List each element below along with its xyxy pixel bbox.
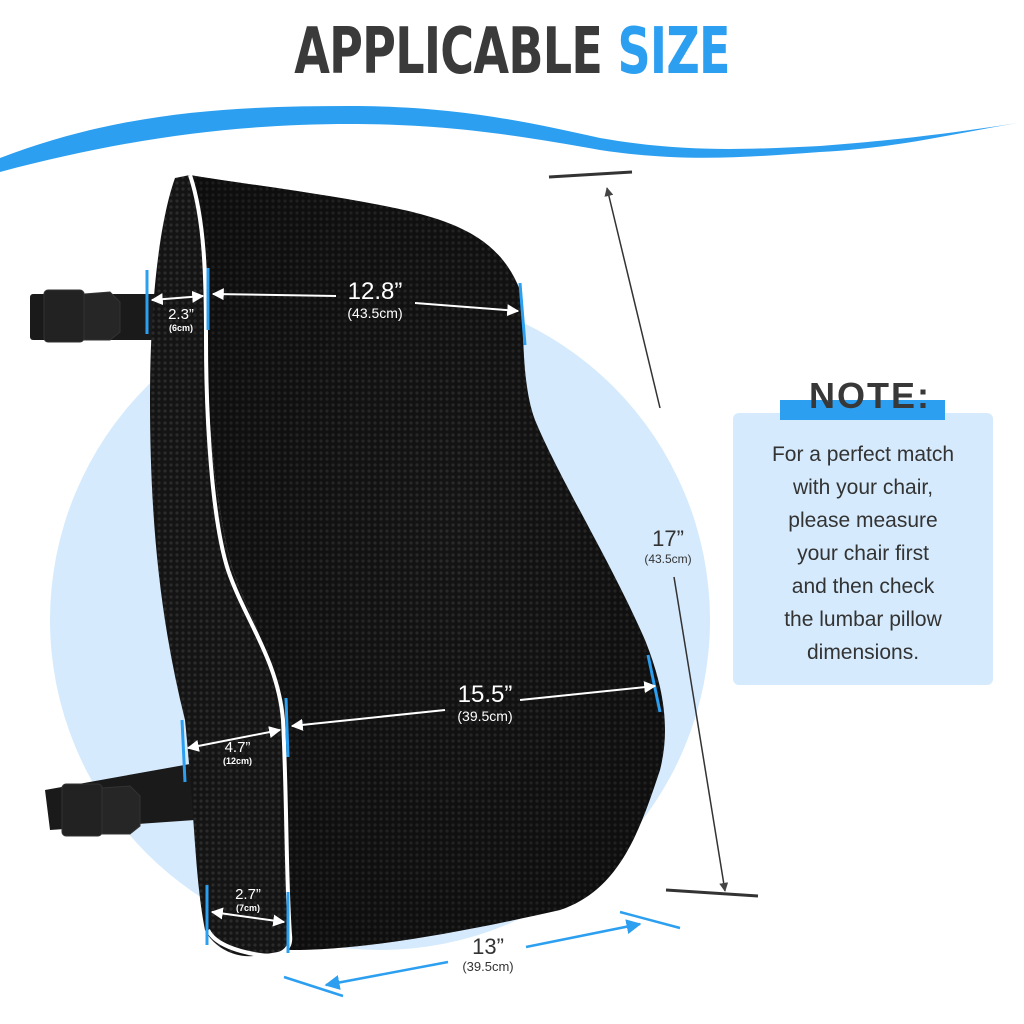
dim-top-depth: 2.3” (6cm)	[168, 306, 194, 333]
note-text: For a perfect match with your chair, ple…	[733, 438, 993, 669]
note-line: with your chair,	[792, 476, 934, 499]
dim-mid-width: 15.5” (39.5cm)	[457, 681, 513, 724]
measure-ticks	[145, 268, 662, 953]
page-title: APPLICABLE SIZE	[143, 16, 880, 88]
mid-width-arrow	[519, 681, 657, 701]
dim-mid-depth: 4.7” (12cm)	[222, 739, 252, 766]
note-line: your chair first	[797, 542, 929, 565]
bottom-depth-arrow	[210, 907, 286, 927]
note-heading-bar	[780, 400, 945, 420]
height-arrow	[548, 170, 759, 898]
mid-depth-arrow	[186, 726, 282, 752]
dim-bottom-width: 13” (39.5cm)	[462, 934, 514, 974]
note-line: and then check	[791, 575, 935, 598]
pillow-piping	[188, 174, 293, 958]
note-panel	[733, 413, 993, 685]
dim-bottom-depth: 2.7” (7cm)	[235, 886, 261, 913]
decorative-swoosh	[0, 106, 1024, 172]
note-line: the lumbar pillow	[784, 608, 942, 631]
note-line: please measure	[788, 509, 938, 532]
top-strap	[30, 289, 180, 343]
note-line: For a perfect match	[771, 443, 955, 466]
note-line: dimensions.	[806, 641, 920, 664]
note-title: NOTE:	[809, 375, 931, 416]
top-depth-arrow	[150, 290, 205, 306]
bottom-width-arrow	[283, 910, 681, 998]
dim-top-width: 12.8” (43.5cm)	[347, 278, 403, 321]
title-main: APPLICABLE	[294, 15, 603, 89]
title-accent: SIZE	[617, 15, 730, 89]
dim-height: 17” (43.5cm)	[644, 526, 692, 566]
bottom-strap	[45, 764, 195, 837]
pillow-side	[150, 175, 290, 957]
top-width-arrow	[414, 302, 520, 317]
